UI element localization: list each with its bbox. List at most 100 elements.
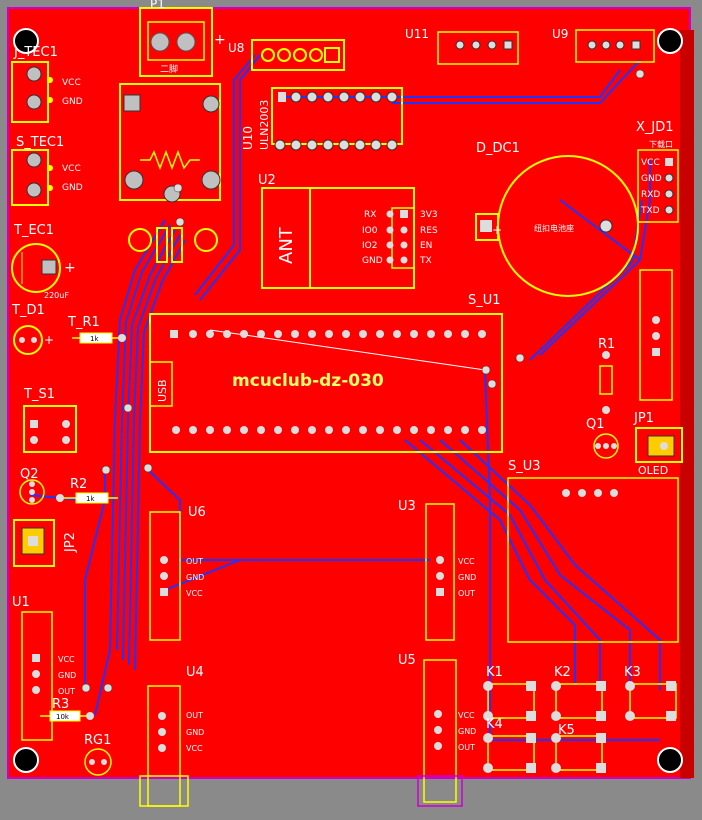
u3-gnd: GND: [458, 573, 476, 582]
relay-block: [119, 83, 221, 263]
x-jd1-gnd: GND: [641, 174, 662, 184]
jumper-jp1: JP1 OLED: [633, 411, 683, 477]
x-jd1-txd: TXD: [640, 206, 660, 216]
u2-io2: IO2: [362, 241, 377, 251]
jumper-jp2: JP2: [13, 519, 78, 567]
k4-label: K4: [486, 717, 503, 732]
k5-label: K5: [558, 723, 575, 738]
u5-out: OUT: [458, 743, 475, 752]
s-u1-bottom-pins: [172, 426, 486, 434]
u2-ant: ANT: [276, 226, 297, 264]
x-jd1-rxd: RXD: [641, 190, 660, 200]
u5-gnd: GND: [458, 727, 476, 736]
d-dc1-plus: +: [492, 223, 502, 237]
t-ec1-value: 220uF: [44, 291, 69, 300]
airwire: [209, 329, 486, 371]
t-d1-label: T_D1: [11, 303, 45, 318]
u1-out: OUT: [58, 687, 75, 696]
u4-out: OUT: [186, 711, 203, 720]
module-u1: U1 VCC GND OUT: [12, 595, 76, 741]
d-dc1-label: D_DC1: [476, 141, 520, 156]
u2-gnd: GND: [362, 256, 383, 266]
u10-label: U10: [241, 126, 255, 150]
k3-label: K3: [624, 665, 641, 680]
k2-label: K2: [554, 665, 571, 680]
t-r1-value: 1k: [90, 335, 99, 343]
u2-res: RES: [420, 226, 438, 236]
u2-rx: RX: [364, 210, 376, 220]
x-jd1-sub: 下载口: [649, 139, 673, 149]
r1-label: R1: [598, 337, 615, 352]
mcu-s-u1: USB S_U1 mcuclub-dz-030: [149, 293, 503, 453]
s-tec1-vcc: VCC: [62, 164, 81, 174]
u5-label: U5: [398, 653, 416, 668]
resistor-r2: R2 1k: [56, 477, 118, 504]
u2-3v3: 3V3: [420, 210, 438, 220]
s-u3-label: S_U3: [508, 459, 541, 474]
u2-en: EN: [420, 241, 432, 251]
j-tec1-vcc: VCC: [62, 78, 81, 88]
u1-gnd: GND: [58, 671, 76, 680]
s-u1-top-pins: [170, 330, 486, 338]
board-substrate: [8, 8, 690, 778]
battery-d-dc1: D_DC1 + 纽扣电池座: [475, 141, 639, 297]
u1-label: U1: [12, 595, 30, 610]
u3-out: OUT: [458, 589, 475, 598]
module-u3: U3 VCC GND OUT: [398, 499, 476, 641]
module-s-u3: S_U3: [507, 459, 679, 643]
resistor-r1: R1: [598, 337, 615, 414]
key-k2: K2: [551, 665, 606, 721]
key-k1: K1: [483, 665, 536, 721]
resistor-r3: R3 10k: [40, 697, 94, 722]
j-tec1-gnd: GND: [62, 97, 83, 107]
u3-vcc: VCC: [458, 557, 475, 566]
t-ec1-label: T_EC1: [13, 223, 54, 238]
module-u6: U6 OUT GND VCC: [149, 505, 206, 641]
r2-value: 1k: [86, 495, 95, 503]
sensor-rg1: RG1: [84, 733, 112, 776]
u2-label: U2: [258, 173, 276, 188]
p1-plus: +: [214, 32, 226, 48]
r3-value: 10k: [56, 713, 70, 721]
t-s1-label: T_S1: [23, 387, 55, 402]
u5-vcc: VCC: [458, 711, 475, 720]
x-jd1-vcc: VCC: [641, 158, 660, 168]
board-title: mcuclub-dz-030: [232, 371, 384, 391]
header-x-jd1: X_JD1 下载口 VCC GND RXD TXD: [636, 120, 679, 223]
capacitor-t-ec1: T_EC1 + 220uF: [11, 223, 76, 300]
u6-label: U6: [188, 505, 206, 520]
header-u11: U11: [405, 27, 519, 65]
p1-sub: 二脚: [160, 64, 178, 75]
p1-label: P1: [150, 0, 165, 11]
transistor-q2: Q2: [19, 467, 45, 505]
u8-label: U8: [228, 41, 244, 55]
s-tec1-label: S_TEC1: [16, 135, 64, 150]
q2-label: Q2: [20, 467, 39, 482]
module-u7: [639, 269, 673, 401]
connector-s-tec1: S_TEC1 VCC GND: [11, 135, 83, 206]
rg1-label: RG1: [84, 733, 111, 748]
s-u1-label: S_U1: [468, 293, 501, 308]
u11-label: U11: [405, 27, 429, 41]
module-u2: U2 ANT RX IO0 IO2 GND 3V3 RES EN TX: [258, 173, 438, 289]
u4-gnd: GND: [186, 728, 204, 737]
t-d1-plus: +: [44, 333, 54, 347]
led-t-d1: T_D1 +: [11, 303, 54, 355]
resistor-t-r1: T_R1 1k: [67, 315, 126, 344]
key-k4: K4: [483, 717, 536, 773]
jp1-oled: OLED: [638, 464, 668, 477]
connector-j-tec1: J_TEC1 VCC GND: [11, 45, 83, 123]
header-u8: U8: [228, 39, 345, 71]
key-k3: K3: [624, 665, 677, 721]
connector-p1: P1 + 二脚: [139, 0, 226, 77]
header-u9: U9: [552, 27, 655, 63]
u2-tx: TX: [419, 256, 432, 266]
r2-label: R2: [70, 477, 87, 492]
u10-part: ULN2003: [258, 100, 271, 150]
u6-out: OUT: [186, 557, 203, 566]
q1-label: Q1: [586, 417, 605, 432]
u1-vcc: VCC: [58, 655, 75, 664]
vias: [81, 69, 645, 693]
u4-label: U4: [186, 665, 204, 680]
